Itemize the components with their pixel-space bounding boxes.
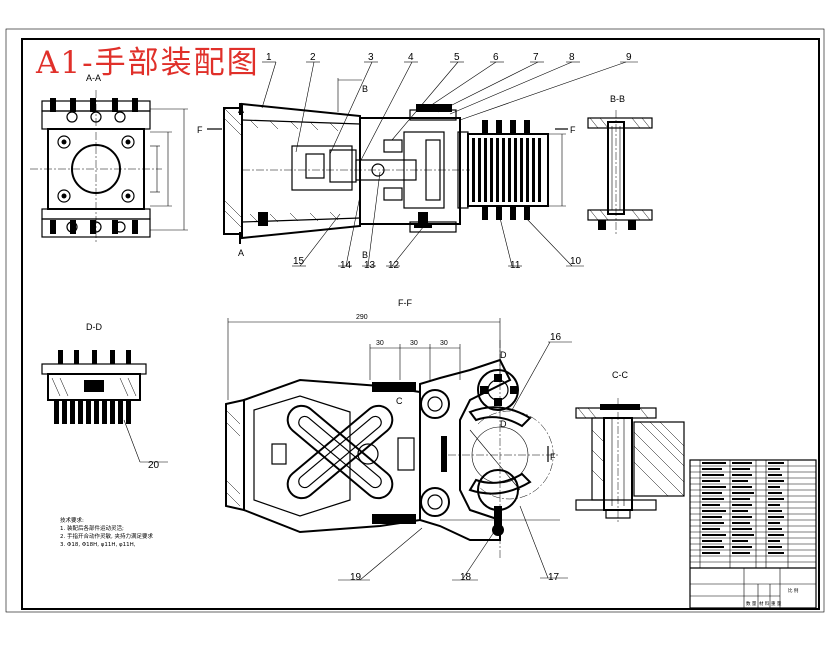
section-mark-b-bottom: B (362, 250, 368, 260)
view-dd-label: D-D (86, 322, 102, 332)
section-mark-f-right: F (570, 125, 576, 135)
sheet-outer-border (5, 28, 825, 613)
view-aa: A-A (30, 73, 188, 242)
dim-overall: 290 (356, 314, 368, 321)
notes-line-2: 2. 手指开合动作灵敏, 夹持力满足要求 (60, 532, 153, 540)
view-cc: C-C (575, 370, 685, 522)
notes-heading: 技术要求: (60, 516, 84, 524)
callout-1: 1 (266, 52, 272, 63)
callout-7: 7 (533, 52, 539, 63)
tb-qty: 数 量 (746, 600, 757, 607)
tb-scale: 比 例 (788, 587, 799, 594)
section-mark-f2-right: F (550, 452, 556, 462)
technical-notes: 技术要求: 1. 装配后各部件运动灵活; 2. 手指开合动作灵敏, 夹持力满足要… (60, 516, 153, 548)
callout-12: 12 (388, 260, 400, 271)
callout-11: 11 (510, 260, 521, 271)
dim-sub-1: 30 (376, 340, 384, 347)
tb-weight: 重 量 (771, 600, 782, 607)
view-dd: D-D (41, 322, 168, 463)
callout-2: 2 (310, 52, 316, 63)
section-mark-d-top: D (500, 350, 507, 360)
view-ff: F-F 290 30 30 30 (225, 298, 560, 560)
callout-3: 3 (368, 52, 374, 63)
section-mark-c: C (396, 396, 403, 406)
callout-9: 9 (626, 52, 632, 63)
callout-19: 19 (350, 572, 362, 583)
section-mark-f-left: F (197, 125, 203, 135)
callout-16: 16 (550, 332, 562, 343)
callout-17: 17 (548, 572, 560, 583)
view-ff-label: F-F (398, 298, 412, 308)
view-bb: B-B (587, 94, 653, 236)
dim-sub-2: 30 (410, 340, 418, 347)
view-aa-label: A-A (86, 73, 101, 83)
section-mark-b-top: B (362, 84, 368, 94)
callout-14: 14 (340, 260, 352, 271)
callout-4: 4 (408, 52, 414, 63)
callout-13: 13 (364, 260, 376, 271)
top-leaders (261, 61, 638, 163)
callout-20: 20 (148, 460, 160, 471)
sheet-inner-border (21, 38, 820, 610)
view-cc-label: C-C (612, 370, 628, 380)
callout-10: 10 (570, 256, 582, 267)
parts-list: 比 例 数 量 材 料 重 量 (689, 459, 817, 609)
notes-line-1: 1. 装配后各部件运动灵活; (60, 524, 124, 532)
callout-18: 18 (460, 572, 472, 583)
section-mark-d-mid: D (500, 419, 507, 429)
callout-8: 8 (569, 52, 575, 63)
main-assembly-view: A A F F B B (197, 78, 576, 260)
notes-line-3: 3. Φ18, Φ18H, φ11H, φ11H, (60, 542, 136, 548)
tb-material: 材 料 (759, 600, 770, 607)
dim-sub-3: 30 (440, 340, 448, 347)
section-mark-a-bottom: A (238, 248, 244, 258)
callout-6: 6 (493, 52, 499, 63)
view-bb-label: B-B (610, 94, 625, 104)
callout-15: 15 (293, 256, 305, 267)
drawing-title: A1-手部装配图 (35, 45, 260, 81)
callout-5: 5 (454, 52, 460, 63)
